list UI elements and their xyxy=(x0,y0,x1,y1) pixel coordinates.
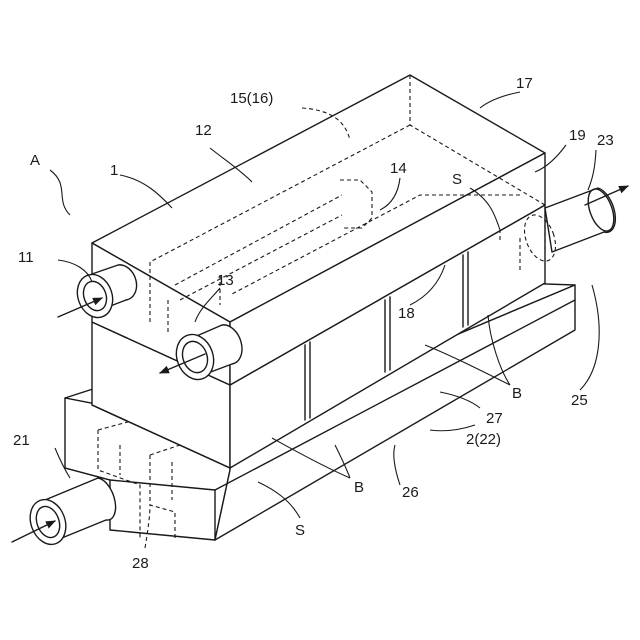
label-11: 11 xyxy=(18,249,34,266)
label-A: A xyxy=(30,152,40,169)
label-27: 27 xyxy=(486,410,503,427)
label-S-bottom: S xyxy=(295,522,305,539)
label-S-top: S xyxy=(452,171,462,188)
label-19: 19 xyxy=(569,127,586,144)
label-18: 18 xyxy=(398,305,415,322)
label-14: 14 xyxy=(390,160,407,177)
label-12: 12 xyxy=(195,122,212,139)
label-21: 21 xyxy=(13,432,30,449)
pipe-21 xyxy=(12,478,116,549)
label-B-bottom: B xyxy=(354,479,364,496)
label-13: 13 xyxy=(217,272,234,289)
label-17: 17 xyxy=(516,75,533,92)
label-2: 2(22) xyxy=(466,431,501,448)
label-23: 23 xyxy=(597,132,614,149)
label-15: 15(16) xyxy=(230,90,273,107)
label-1: 1 xyxy=(110,162,118,179)
label-26: 26 xyxy=(402,484,419,501)
label-28: 28 xyxy=(132,555,149,572)
label-25: 25 xyxy=(571,392,588,409)
label-B-right: B xyxy=(512,385,522,402)
